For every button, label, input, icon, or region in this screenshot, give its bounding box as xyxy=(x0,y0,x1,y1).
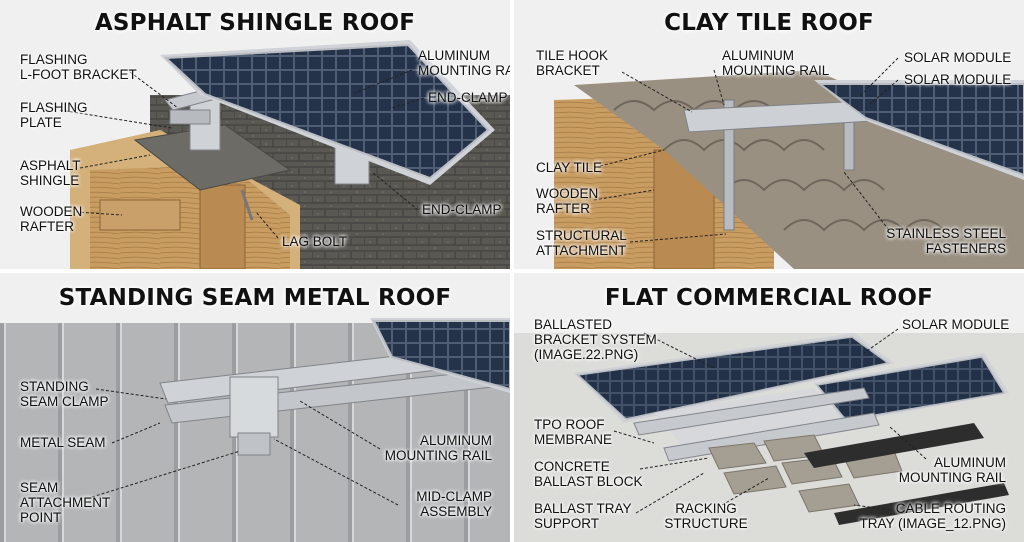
label-flat-aluminum-rail: ALUMINUM MOUNTING RAIL xyxy=(898,455,1006,485)
panel-asphalt-shingle: ASPHALT SHINGLE ROOF FLASHING L-FOOT BRA… xyxy=(0,0,510,269)
label-flashing-plate: FLASHING PLATE xyxy=(20,100,88,130)
label-clay-aluminum-rail: ALUMINUM MOUNTING RAIL xyxy=(722,48,830,78)
flat-title: FLAT COMMERCIAL ROOF xyxy=(604,285,934,311)
label-flashing-bracket: FLASHING L-FOOT BRACKET xyxy=(20,52,137,82)
label-metal-aluminum-rail: ALUMINUM MOUNTING RAIL xyxy=(384,433,492,463)
label-mid-clamp: MID-CLAMP ASSEMBLY xyxy=(416,489,492,519)
metal-title: STANDING SEAM METAL ROOF xyxy=(58,285,452,311)
flat-leader-lines xyxy=(613,328,927,514)
flat-illustration xyxy=(514,273,1024,542)
asphalt-title: ASPHALT SHINGLE ROOF xyxy=(94,10,416,36)
label-flat-solar-module: SOLAR MODULE xyxy=(902,317,1010,332)
label-lag-bolt: LAG BOLT xyxy=(282,234,348,249)
clay-title: CLAY TILE ROOF xyxy=(664,10,874,36)
label-cable-tray: CABLE ROUTING TRAY (image_12.png) xyxy=(859,501,1006,531)
label-asphalt-shingle: ASPHALT SHINGLE xyxy=(20,158,81,188)
label-end-clamp-bottom: END-CLAMP xyxy=(422,202,502,217)
label-ballast-tray: BALLAST TRAY SUPPORT xyxy=(534,501,632,531)
label-metal-seam: METAL SEAM xyxy=(20,435,106,450)
label-clay-wooden-rafter: WOODEN RAFTER xyxy=(536,186,599,216)
label-ballasted-bracket: BALLASTED BRACKET SYSTEM (image.22.png) xyxy=(534,317,657,362)
label-structural-attachment: STRUCTURAL ATTACHMENT xyxy=(536,228,627,258)
clay-leader-lines xyxy=(593,57,899,243)
metal-leader-lines xyxy=(91,388,399,506)
label-solar-module-2: SOLAR MODULE xyxy=(904,72,1012,87)
label-racking: RACKING STRUCTURE xyxy=(664,501,748,531)
label-seam-attachment: SEAM ATTACHMENT POINT xyxy=(20,480,111,525)
panel-standing-seam: STANDING SEAM METAL ROOF STANDING SEAM C… xyxy=(0,273,510,542)
label-clay-tile: CLAY TILE xyxy=(536,160,603,175)
label-aluminum-rail: ALUMINUM MOUNTING RAIL xyxy=(418,48,510,78)
asphalt-illustration xyxy=(0,0,510,269)
label-wooden-rafter: WOODEN RAFTER xyxy=(20,204,83,234)
label-tile-hook: TILE HOOK BRACKET xyxy=(536,48,609,78)
panel-flat-commercial: FLAT COMMERCIAL ROOF BALLASTED BRACKET S… xyxy=(514,273,1024,542)
label-seam-clamp: STANDING SEAM CLAMP xyxy=(20,379,109,409)
label-solar-module-1: SOLAR MODULE xyxy=(904,50,1012,65)
metal-illustration xyxy=(0,273,510,542)
label-concrete-block: CONCRETE BALLAST BLOCK xyxy=(534,459,643,489)
clay-illustration xyxy=(514,0,1024,269)
label-end-clamp-top: END-CLAMP xyxy=(428,90,508,105)
label-stainless-fasteners: STAINLESS STEEL FASTENERS xyxy=(886,226,1006,256)
label-tpo-membrane: TPO ROOF MEMBRANE xyxy=(534,417,613,447)
asphalt-leader-lines xyxy=(59,69,425,239)
panel-clay-tile: CLAY TILE ROOF TILE HOOK BRACKET ALUMINU… xyxy=(514,0,1024,269)
